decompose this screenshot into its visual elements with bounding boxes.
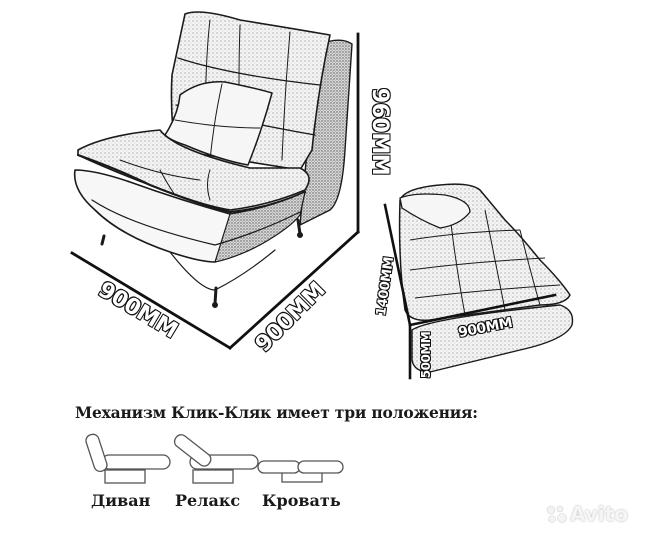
bed-drawing (398, 183, 574, 373)
avito-dots-icon (546, 505, 567, 523)
avito-watermark-text: Avito (570, 502, 628, 526)
armchair-drawing (73, 11, 353, 308)
avito-watermark: Avito (545, 502, 628, 526)
armchair-dimension-lines (70, 32, 360, 350)
position-label-relax: Релакс (175, 491, 241, 510)
bed-height-label: 500MM (418, 331, 434, 379)
bed-dimension-lines (383, 203, 557, 380)
armchair-height-label: 960MM (366, 87, 393, 176)
sofa-recline-icon (173, 434, 259, 484)
position-label-bed: Кровать (262, 491, 341, 510)
mechanism-heading: Механизм Клик-Кляк имеет три положения: (75, 403, 478, 422)
position-label-sofa: Диван (91, 491, 151, 510)
sofa-upright-icon (85, 433, 171, 484)
sofa-bed-flat-icon (257, 460, 344, 483)
